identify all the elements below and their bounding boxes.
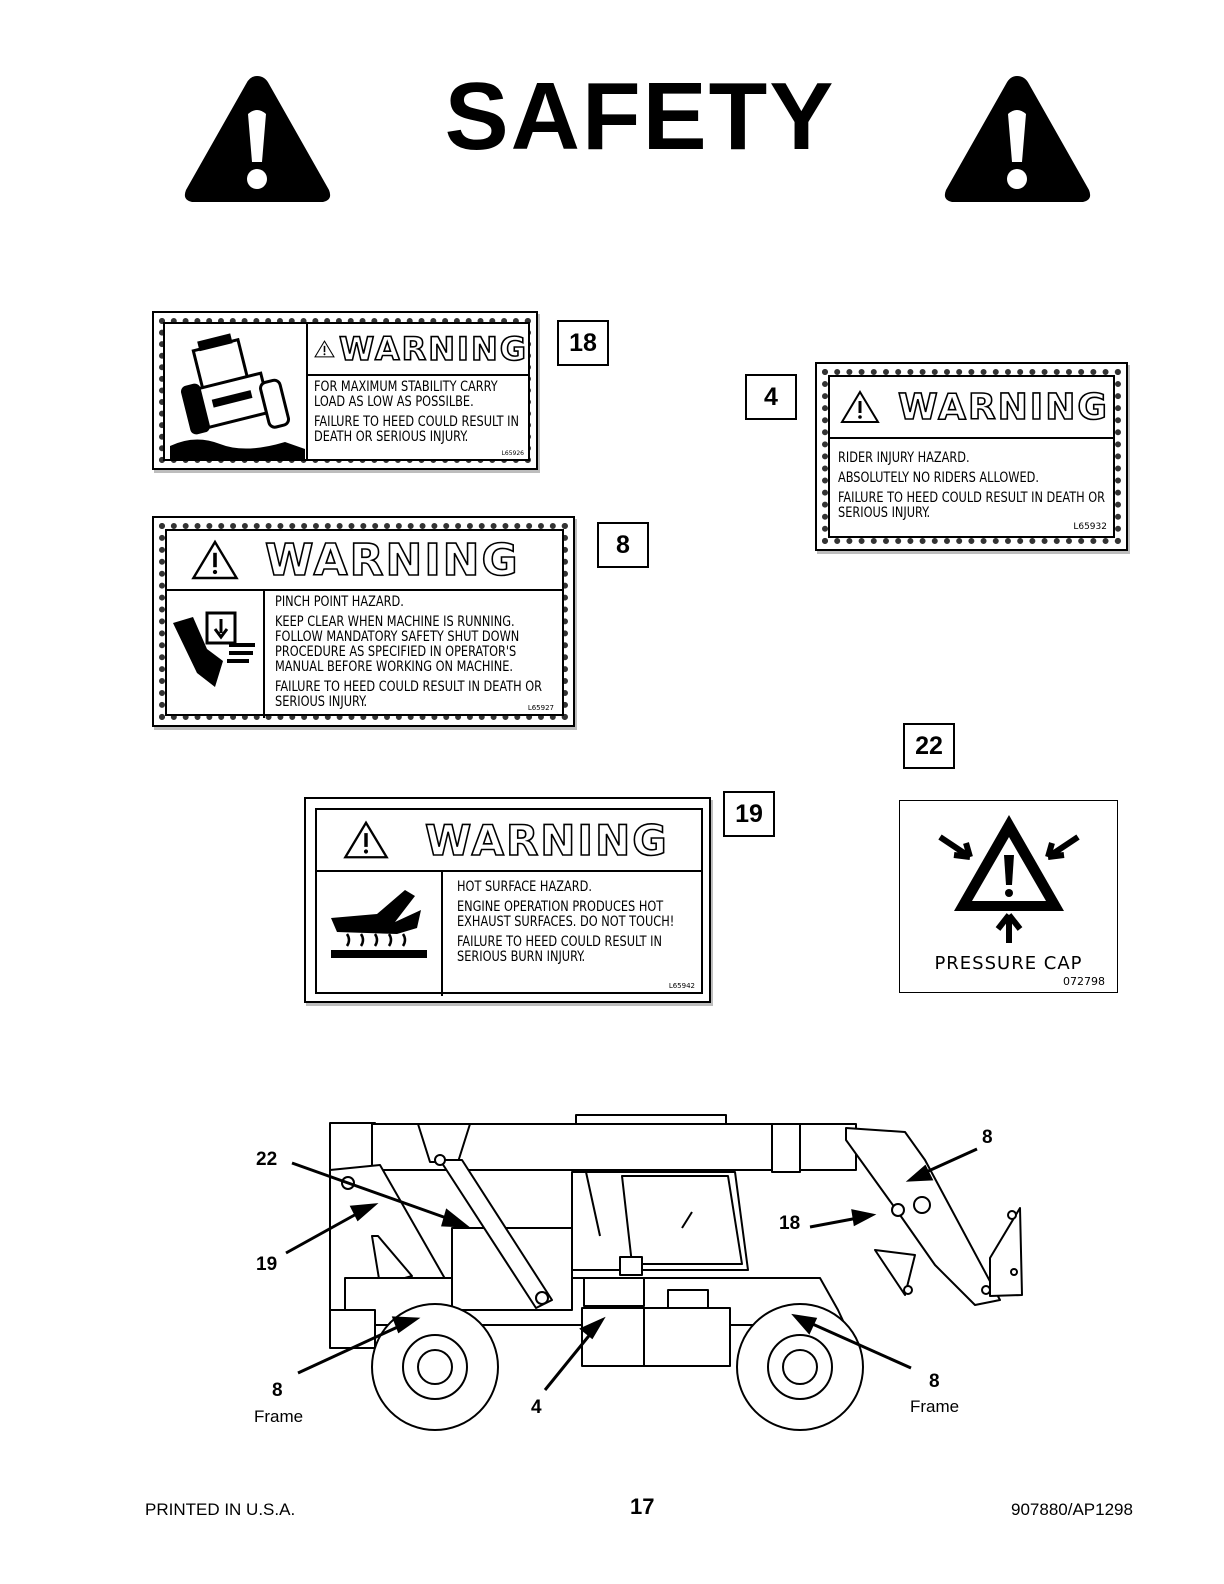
decal-line: FAILURE TO HEED COULD RESULT IN DEATH OR… (838, 490, 1106, 521)
decal-line: FOR MAXIMUM STABILITY CARRY LOAD AS LOW … (314, 379, 498, 410)
decal-pinch-point-warning: WARNING PINCH POINT HAZARD. KEEP CLEAR W… (152, 516, 575, 727)
decal-line: HOT SURFACE HAZARD. (457, 879, 592, 895)
alert-triangle-icon (314, 340, 335, 358)
alert-triangle-icon (191, 539, 239, 580)
decal-code: 072798 (1063, 975, 1105, 988)
decal-border (822, 369, 1121, 544)
diagram-label-18: 18 (779, 1213, 801, 1234)
diagram-label-19: 19 (256, 1254, 278, 1275)
decal-line: PINCH POINT HAZARD. (275, 594, 404, 610)
page-title: SAFETY (444, 63, 836, 170)
warning-triangle-right-icon (944, 76, 1091, 202)
callout-4: 4 (745, 374, 797, 420)
hand-crush-icon (173, 611, 255, 687)
warning-heading: WARNING (897, 386, 1109, 429)
decal-pictogram-panel (163, 322, 308, 461)
decal-text-panel: WARNING FOR MAXIMUM STABILITY CARRY LOAD… (306, 322, 530, 461)
callout-arrows (285, 1147, 978, 1391)
warning-heading: WARNING (338, 329, 528, 369)
tipping-machine-icon (170, 333, 305, 459)
warning-triangle-left-icon (184, 76, 331, 202)
decal-line: ENGINE OPERATION PRODUCES HOT EXHAUST SU… (457, 899, 675, 930)
decal-text-panel: WARNING RIDER INJURY HAZARD. ABSOLUTELY … (828, 375, 1115, 538)
decal-text: FOR MAXIMUM STABILITY CARRY LOAD AS LOW … (314, 380, 523, 450)
diagram-label-22: 22 (256, 1149, 278, 1170)
decal-text-panel: WARNING HOT SURFACE HAZARD. ENGINE OPERA… (315, 808, 703, 996)
alert-triangle-icon (840, 390, 880, 423)
machine-outline (329, 1114, 1023, 1431)
warning-heading: WARNING (424, 815, 669, 866)
decal-line: FAILURE TO HEED COULD RESULT IN SERIOUS … (457, 934, 662, 965)
pressure-hazard-icon (938, 815, 1080, 943)
alert-triangle-icon (343, 820, 389, 859)
pressure-cap-text: PRESSURE CAP (934, 953, 1083, 974)
decal-rider-warning: WARNING RIDER INJURY HAZARD. ABSOLUTELY … (815, 362, 1128, 551)
diagram-label-8-left: 8 (272, 1380, 283, 1401)
decal-text: HOT SURFACE HAZARD. ENGINE OPERATION PRO… (457, 880, 698, 970)
page-number: 17 (630, 1494, 655, 1519)
diagram-label-frame-left: Frame (254, 1407, 304, 1426)
decal-code: L65927 (527, 704, 554, 712)
decal-border (159, 523, 568, 720)
footer-part-number: 907880/AP1298 (1011, 1500, 1133, 1519)
diagram-label-8-top: 8 (982, 1127, 993, 1148)
decal-pictogram-panel (317, 870, 443, 996)
decal-pictogram-panel (167, 589, 265, 718)
decal-line: ABSOLUTELY NO RIDERS ALLOWED. (838, 470, 1039, 486)
decal-code: L65926 (501, 450, 524, 457)
decal-hot-surface-warning: WARNING HOT SURFACE HAZARD. ENGINE OPERA… (304, 797, 711, 1003)
decal-code: L65942 (668, 982, 695, 990)
decal-text-panel: WARNING PINCH POINT HAZARD. KEEP CLEAR W… (165, 529, 564, 718)
decal-stability-warning: WARNING FOR MAXIMUM STABILITY CARRY LOAD… (152, 311, 538, 470)
decal-line: FAILURE TO HEED COULD RESULT IN DEATH OR… (314, 414, 519, 445)
decal-code: L65932 (1073, 522, 1107, 532)
footer-printed: PRINTED IN U.S.A. (145, 1500, 296, 1519)
decal-pressure-cap: PRESSURE CAP 072798 (899, 800, 1118, 993)
decal-line: FAILURE TO HEED COULD RESULT IN DEATH OR… (275, 679, 543, 710)
diagram-label-8-right: 8 (929, 1371, 940, 1392)
callout-19: 19 (723, 791, 775, 837)
callout-8: 8 (597, 522, 649, 568)
decal-text: PINCH POINT HAZARD. KEEP CLEAR WHEN MACH… (275, 595, 554, 715)
callout-22: 22 (903, 723, 955, 769)
diagram-label-frame-right: Frame (910, 1397, 960, 1416)
warning-heading: WARNING (264, 534, 520, 587)
diagram-label-4: 4 (531, 1397, 542, 1418)
decal-text: RIDER INJURY HAZARD. ABSOLUTELY NO RIDER… (838, 451, 1108, 526)
decal-line: RIDER INJURY HAZARD. (838, 450, 970, 466)
decal-line: KEEP CLEAR WHEN MACHINE IS RUNNING. FOLL… (275, 614, 520, 675)
hot-surface-hand-icon (331, 890, 427, 958)
callout-18: 18 (557, 320, 609, 366)
